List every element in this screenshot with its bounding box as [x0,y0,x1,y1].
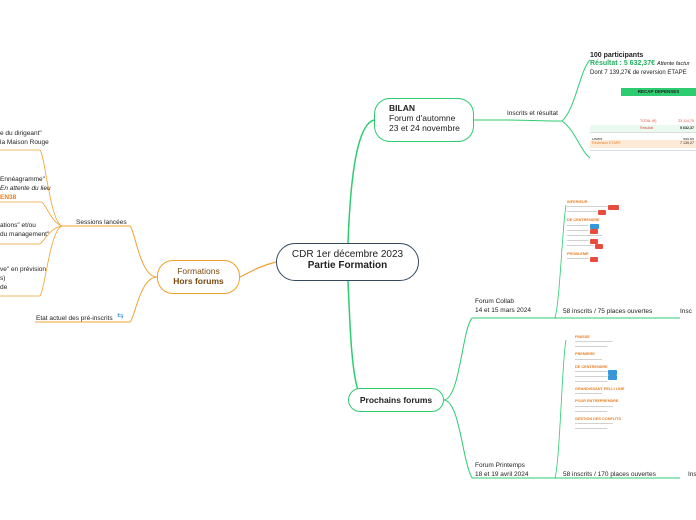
collab-detail-heading: DE CENTRENDRE [567,218,600,223]
printemps-detail-heading: DE CENTRENDRE [575,364,608,369]
collab-details: INFERIEUR ─────────────── ─────────── DE… [567,200,627,263]
sessions-lancees-label[interactable]: Sessions lancées [76,219,127,226]
recap-header: RECAP DEPENSES [621,88,696,96]
collab-detail-heading: PROBLEME [567,252,589,257]
collab-dates: 14 et 15 mars 2024 [475,307,532,314]
printemps-detail-heading: GESTION DES CONFLITS [575,416,621,421]
printemps-detail-heading: PREMIERE [575,352,595,357]
prochains-node[interactable]: Prochains forums [348,388,444,412]
session-item-d-line3: de [0,284,8,291]
session-item-a-line2: la Maison Rouge [0,139,49,146]
printemps-detail-heading: FINISSE [575,335,590,339]
session-item-b-line2: En attente du lieu [0,185,51,192]
session-item-a-line1: e du dirigeant" [0,130,42,137]
collab-title[interactable]: Forum Collab [475,298,515,305]
printemps-detail-heading: GRANDISSANT PELLI LINE [575,387,625,392]
printemps-dates: 18 et 19 avril 2024 [475,471,529,478]
participants-count: 100 participants [590,52,644,59]
bilan-dates: 23 et 24 novembre [389,123,460,133]
printemps-detail-heading: POUR ENTREPRENDRE [575,399,619,404]
session-item-b-line3: EN38 [0,194,17,201]
bilan-forum: Forum d'automne [389,113,456,123]
reversion-note: Dont 7 139,27€ de reversion ETAPE [590,70,687,76]
formations-subtitle: Hors forums [173,276,224,286]
collab-detail-heading: INFERIEUR [567,200,588,204]
resultat-value: Résultat : 5 632,37€ [590,60,655,67]
attente-note: Attente factur [656,61,690,67]
central-title: CDR 1er décembre 2023 [291,249,404,260]
collab-inscrits[interactable]: 58 inscrits / 75 places ouvertes [563,308,653,315]
collab-cut: Insc [680,308,692,315]
prochains-title: Prochains forums [359,395,433,405]
link-icon[interactable]: ⇆ [117,311,124,320]
printemps-details: FINISSE ────────────── ──────────── PREM… [575,335,635,432]
session-item-c-line1: ations" et/ou [0,222,36,229]
inscrits-resultat-label[interactable]: Inscrits et résultat [507,110,558,117]
session-item-c-line2: du management" [0,231,50,238]
central-subtitle: Partie Formation [307,260,388,271]
session-item-b-line1: Ennéagramme" [0,176,45,183]
printemps-inscrits[interactable]: 58 inscrits / 170 places ouvertes [563,471,656,478]
bilan-node[interactable]: BILAN Forum d'automne 23 et 24 novembre [374,98,474,142]
formations-node[interactable]: Formations Hors forums [157,260,240,294]
printemps-cut: Ins [688,471,696,478]
bilan-title: BILAN [389,103,415,113]
session-item-d-line1: ve" en prévision [0,266,47,273]
central-node[interactable]: CDR 1er décembre 2023 Partie Formation [276,243,419,281]
session-item-d-line2: s) [0,275,6,282]
formations-title: Formations [177,266,220,276]
printemps-title[interactable]: Forum Printemps [475,462,525,469]
etat-actuel-label[interactable]: Etat actuel des pré-inscrits [36,315,113,322]
